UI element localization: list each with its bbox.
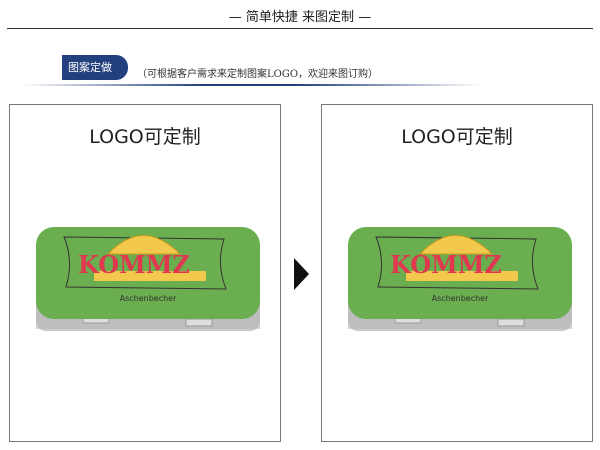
product-panel-right: LOGO可定制 KOMMZ Aschenbecher xyxy=(321,104,593,442)
panel-caption: LOGO可定制 xyxy=(401,126,513,148)
logo-lettering: KOMMZ xyxy=(390,250,502,279)
logo-lettering: KOMMZ xyxy=(78,250,190,279)
divider xyxy=(7,28,593,29)
product-label: Aschenbecher xyxy=(120,294,177,303)
tin-box-image: KOMMZ Aschenbecher xyxy=(36,227,260,331)
section-underline xyxy=(20,84,480,86)
tin-box-image: KOMMZ Aschenbecher xyxy=(348,227,572,331)
product-panel-left: LOGO可定制 KOMMZ Aschenbecher xyxy=(9,104,281,442)
arrow-right-icon xyxy=(294,258,309,290)
section-badge: 图案定做 xyxy=(62,55,128,80)
section-note: （可根据客户需求来定制图案LOGO，欢迎来图订购） xyxy=(137,69,379,80)
product-label: Aschenbecher xyxy=(432,294,489,303)
panel-caption: LOGO可定制 xyxy=(89,126,201,148)
page-heading: — 简单快捷 来图定制 — xyxy=(228,10,372,25)
